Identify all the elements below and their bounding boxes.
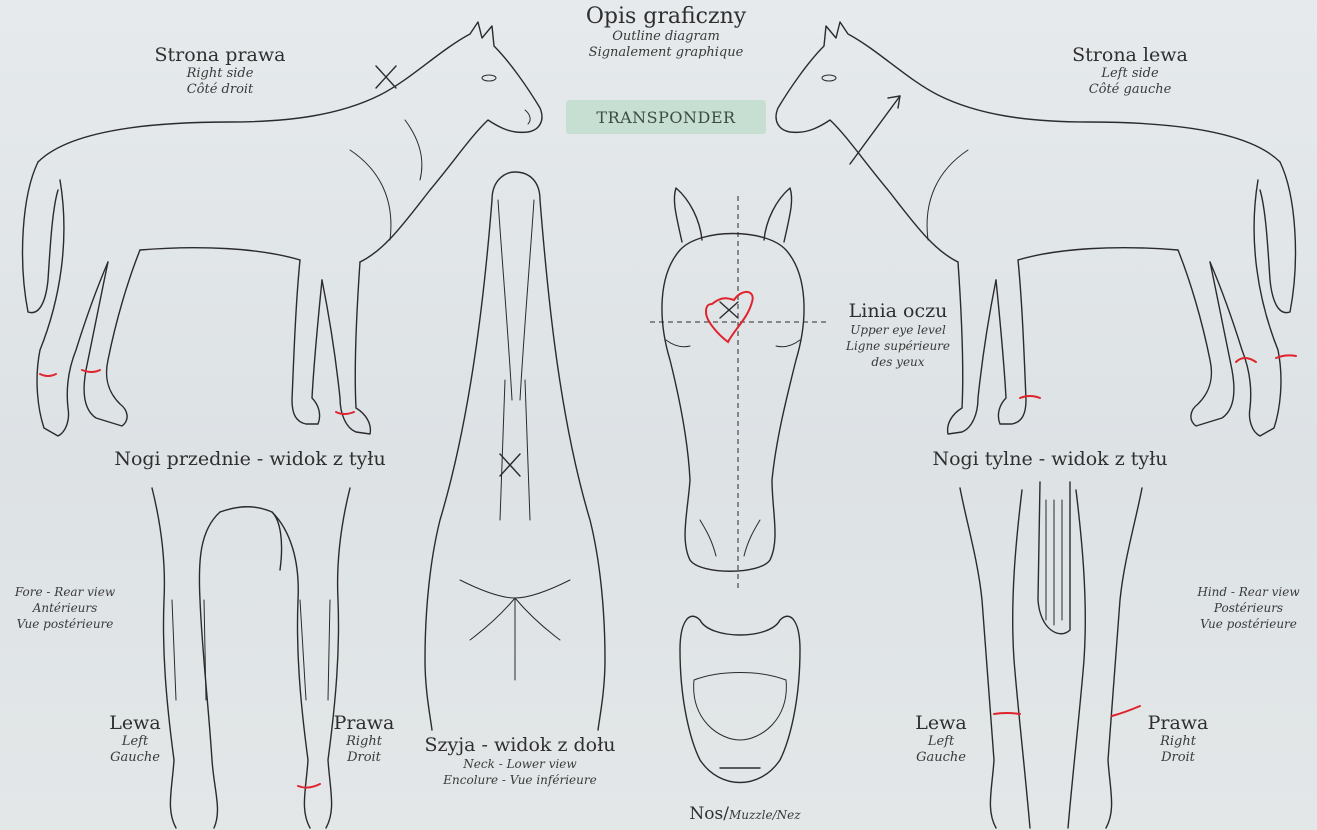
hind-legs-caption: Hind - Rear view Postérieurs Vue postéri… — [1180, 584, 1317, 632]
right-side-label: Strona prawa Right side Côté droit — [140, 44, 300, 98]
left-side-en: Left side — [1101, 66, 1158, 82]
fore-right-fr: Droit — [347, 750, 381, 766]
hind-legs-rear-view-figure — [960, 482, 1142, 828]
hind-legs-title: Nogi tylne - widok z tyłu — [920, 448, 1180, 470]
fore-left-label: Lewa Left Gauche — [100, 712, 170, 766]
hind-legs-caption-en: Hind - Rear view — [1197, 584, 1299, 600]
diagram-title: Opis graficzny — [586, 4, 746, 29]
header-block: Opis graficzny Outline diagram Signaleme… — [566, 4, 766, 61]
fore-left-en: Left — [122, 734, 148, 750]
muzzle-pl: Nos/ — [689, 804, 729, 824]
fore-legs-title: Nogi przednie - widok z tyłu — [100, 448, 400, 470]
eye-line-label: Linia oczu Upper eye level Ligne supérie… — [828, 300, 968, 370]
hind-left-fr: Gauche — [916, 750, 966, 766]
hind-left-en: Left — [928, 734, 954, 750]
fore-left-pl: Lewa — [109, 712, 160, 734]
fore-legs-caption-fr-2: Vue postérieure — [17, 616, 114, 632]
neck-en: Neck - Lower view — [463, 756, 576, 772]
diagram-subtitle-en: Outline diagram — [612, 29, 720, 45]
right-side-fr: Côté droit — [187, 82, 254, 98]
hind-left-pl: Lewa — [915, 712, 966, 734]
fore-right-en: Right — [346, 734, 382, 750]
right-side-pl: Strona prawa — [155, 44, 286, 66]
left-side-pl: Strona lewa — [1072, 44, 1188, 66]
eye-line-fr-2: des yeux — [871, 354, 924, 370]
horse-left-side-figure — [776, 22, 1296, 436]
muzzle-label: Nos/Muzzle/Nez — [660, 804, 830, 824]
left-side-fr: Côté gauche — [1089, 82, 1172, 98]
muzzle-figure — [680, 616, 800, 782]
eye-line-fr-1: Ligne supérieure — [846, 338, 950, 354]
neck-pl: Szyja - widok z dołu — [424, 734, 615, 756]
fore-left-fr: Gauche — [110, 750, 160, 766]
transponder-badge: TRANSPONDER — [566, 100, 766, 134]
hind-right-label: Prawa Right Droit — [1138, 712, 1218, 766]
fore-legs-caption: Fore - Rear view Antérieurs Vue postérie… — [0, 584, 130, 632]
eye-line-en: Upper eye level — [850, 322, 946, 338]
diagram-subtitle-fr: Signalement graphique — [589, 45, 744, 61]
fore-legs-caption-fr-1: Antérieurs — [33, 600, 98, 616]
fore-right-label: Prawa Right Droit — [326, 712, 402, 766]
hind-left-label: Lewa Left Gauche — [906, 712, 976, 766]
right-side-en: Right side — [187, 66, 254, 82]
hind-legs-caption-fr-1: Postérieurs — [1214, 600, 1283, 616]
neck-lower-view-figure — [425, 172, 605, 730]
neck-label: Szyja - widok z dołu Neck - Lower view E… — [420, 734, 620, 788]
muzzle-en: Muzzle/ — [729, 808, 777, 822]
fore-right-pl: Prawa — [334, 712, 395, 734]
hind-right-fr: Droit — [1161, 750, 1195, 766]
fore-legs-caption-en: Fore - Rear view — [15, 584, 115, 600]
hind-right-en: Right — [1160, 734, 1196, 750]
head-front-view-figure — [650, 188, 830, 590]
hind-legs-caption-fr-2: Vue postérieure — [1200, 616, 1297, 632]
neck-fr: Encolure - Vue inférieure — [443, 772, 596, 788]
eye-line-pl: Linia oczu — [849, 300, 948, 322]
hind-right-pl: Prawa — [1148, 712, 1209, 734]
fore-legs-rear-view-figure — [152, 488, 350, 828]
left-side-label: Strona lewa Left side Côté gauche — [1050, 44, 1210, 98]
muzzle-fr: Nez — [777, 808, 801, 822]
